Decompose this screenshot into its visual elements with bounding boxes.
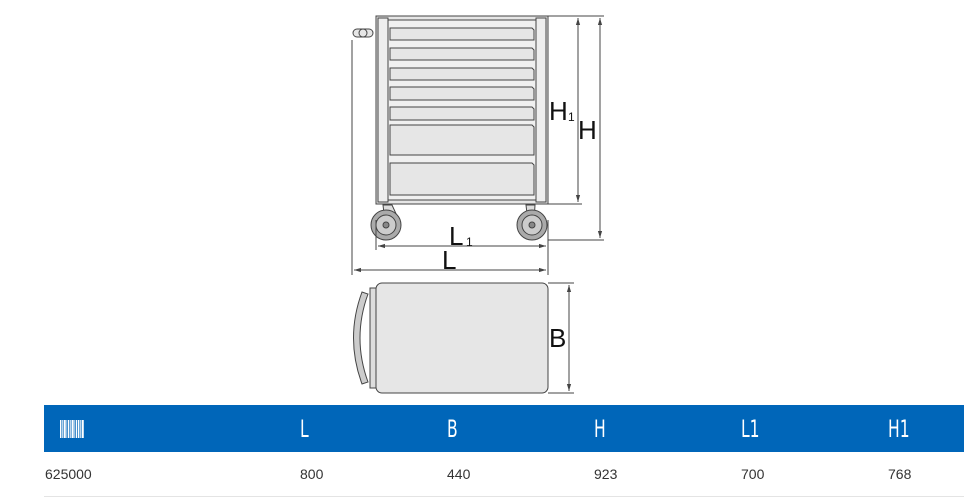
table-row: 625000 800 440 923 700 768 <box>44 452 964 497</box>
value-b: 440 <box>447 466 471 482</box>
header-b: B <box>447 414 458 443</box>
header-h1: H1 <box>888 414 910 443</box>
table-header: L B H L1 H1 <box>44 405 964 452</box>
article-number: 625000 <box>45 466 92 482</box>
svg-text:H: H <box>549 96 568 126</box>
svg-text:1: 1 <box>466 235 473 249</box>
value-h: 923 <box>594 466 618 482</box>
header-h: H <box>594 414 606 443</box>
header-l: L <box>300 414 309 443</box>
svg-text:L: L <box>442 245 456 275</box>
barcode-icon <box>60 405 84 452</box>
drawers <box>389 27 535 196</box>
value-h1: 768 <box>888 466 912 482</box>
dimension-lines <box>351 15 604 394</box>
technical-drawing: H 1 H L 1 L B <box>351 15 604 394</box>
dimensions-table: L B H L1 H1 625000 800 440 923 700 768 <box>44 405 964 497</box>
svg-text:1: 1 <box>568 110 575 124</box>
header-l1: L1 <box>741 414 760 443</box>
handle-icon <box>352 28 374 38</box>
front-view <box>352 15 549 241</box>
svg-text:H: H <box>578 115 597 145</box>
value-l: 800 <box>300 466 324 482</box>
top-view <box>353 282 549 394</box>
dimension-labels: H 1 H L 1 L B <box>442 96 597 353</box>
svg-text:B: B <box>549 323 566 353</box>
value-l1: 700 <box>741 466 765 482</box>
svg-text:L: L <box>449 221 463 251</box>
